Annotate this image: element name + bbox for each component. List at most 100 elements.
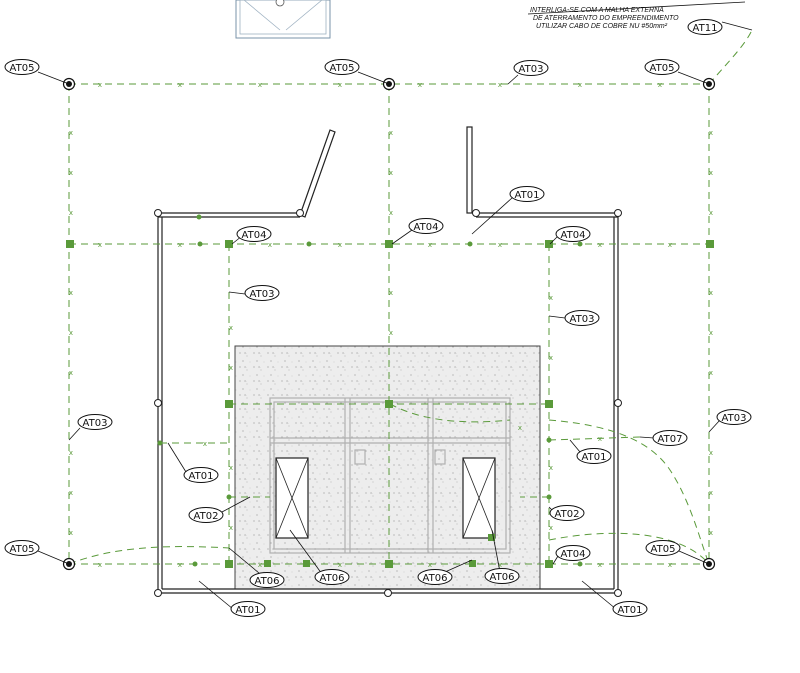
svg-text:AT04: AT04 — [414, 222, 439, 233]
svg-text:x: x — [268, 241, 272, 249]
svg-text:AT11: AT11 — [693, 23, 718, 34]
svg-text:AT05: AT05 — [330, 63, 355, 74]
svg-text:x: x — [709, 449, 713, 457]
svg-text:x: x — [69, 329, 73, 337]
svg-text:x: x — [418, 81, 422, 89]
svg-text:x: x — [498, 81, 502, 89]
tag-at04-right: AT04 — [555, 226, 591, 242]
svg-text:AT05: AT05 — [10, 63, 35, 74]
svg-text:AT01: AT01 — [236, 605, 261, 616]
tag-at03-left: AT03 — [77, 414, 113, 430]
svg-text:x: x — [549, 354, 553, 362]
note-line-1: INTERLIGA-SE COM A MALHA EXTERNA — [530, 7, 664, 14]
svg-text:x: x — [389, 209, 393, 217]
svg-text:x: x — [229, 524, 233, 532]
tag-at04-center: AT04 — [408, 218, 444, 234]
svg-text:x: x — [229, 324, 233, 332]
tag-at06-1: AT06 — [249, 572, 285, 588]
tag-at01-bottom-left: AT01 — [230, 601, 266, 617]
svg-text:x: x — [549, 464, 553, 472]
transformer-left — [275, 457, 309, 539]
tag-at06-3: AT06 — [417, 569, 453, 585]
svg-text:x: x — [709, 369, 713, 377]
tag-labels: AT05 AT05 AT03 AT05 AT11 AT01 AT04 AT04 … — [4, 19, 752, 617]
svg-text:AT07: AT07 — [658, 434, 683, 445]
tag-at03-top: AT03 — [513, 60, 549, 76]
svg-text:x: x — [498, 241, 502, 249]
svg-text:x: x — [598, 241, 602, 249]
svg-text:AT02: AT02 — [194, 511, 219, 522]
svg-text:AT04: AT04 — [561, 230, 586, 241]
svg-text:AT03: AT03 — [83, 418, 108, 429]
svg-text:AT04: AT04 — [242, 230, 267, 241]
svg-text:AT05: AT05 — [650, 63, 675, 74]
svg-text:x: x — [69, 289, 73, 297]
svg-text:x: x — [69, 529, 73, 537]
svg-text:x: x — [709, 169, 713, 177]
svg-text:x: x — [69, 169, 73, 177]
tag-at05-bottom-left: AT05 — [4, 540, 40, 556]
tag-at04-bottom-right: AT04 — [555, 545, 591, 561]
svg-text:AT03: AT03 — [722, 413, 747, 424]
svg-text:x: x — [69, 209, 73, 217]
svg-text:x: x — [578, 81, 582, 89]
svg-text:x: x — [709, 289, 713, 297]
svg-text:x: x — [668, 241, 672, 249]
tag-at11: AT11 — [687, 19, 723, 35]
svg-text:x: x — [389, 129, 393, 137]
svg-text:x: x — [518, 424, 522, 432]
svg-text:AT03: AT03 — [570, 314, 595, 325]
tag-at02-left: AT02 — [188, 507, 224, 523]
top-structure-fragment — [235, 0, 331, 39]
tag-at01-mid-left: AT01 — [183, 467, 219, 483]
svg-text:AT01: AT01 — [618, 605, 643, 616]
transformer-right — [462, 457, 496, 539]
svg-text:x: x — [389, 329, 393, 337]
svg-text:AT02: AT02 — [555, 509, 580, 520]
tag-at03-right: AT03 — [716, 409, 752, 425]
svg-text:x: x — [178, 561, 182, 569]
tag-at01-bottom-right: AT01 — [612, 601, 648, 617]
grid-x-marks: x x x x x x x x x x x x x x x x x x x x x x x x x x x x x x x x x… — [69, 81, 713, 569]
svg-text:x: x — [428, 241, 432, 249]
svg-text:AT05: AT05 — [651, 544, 676, 555]
note-line-2: DE ATERRAMENTO DO EMPREENDIMENTO — [533, 15, 679, 22]
svg-text:x: x — [229, 464, 233, 472]
svg-text:x: x — [69, 489, 73, 497]
svg-text:x: x — [69, 369, 73, 377]
svg-text:x: x — [498, 561, 502, 569]
svg-text:x: x — [258, 561, 262, 569]
svg-text:AT01: AT01 — [582, 452, 607, 463]
tag-at03-inner-right: AT03 — [564, 310, 600, 326]
grid-junctions — [66, 214, 714, 568]
equipment-frame — [269, 397, 511, 554]
svg-text:x: x — [98, 561, 102, 569]
svg-text:AT03: AT03 — [250, 289, 275, 300]
tag-at05-bottom-right: AT05 — [645, 540, 681, 556]
note-line-3: UTILIZAR CABO DE COBRE NU #50mm² — [536, 23, 668, 30]
svg-text:x: x — [258, 81, 262, 89]
svg-text:AT04: AT04 — [561, 549, 586, 560]
svg-text:AT06: AT06 — [490, 572, 515, 583]
svg-text:x: x — [69, 449, 73, 457]
svg-text:x: x — [598, 561, 602, 569]
tag-at05-top-right: AT05 — [644, 59, 680, 75]
svg-text:x: x — [709, 489, 713, 497]
svg-text:AT01: AT01 — [189, 471, 214, 482]
svg-text:x: x — [709, 529, 713, 537]
svg-text:AT06: AT06 — [320, 573, 345, 584]
svg-text:x: x — [338, 241, 342, 249]
tag-at04-left: AT04 — [236, 226, 272, 242]
svg-text:AT03: AT03 — [519, 64, 544, 75]
wall-nodes — [154, 209, 622, 597]
leader-lines — [37, 1, 753, 610]
svg-text:x: x — [428, 561, 432, 569]
svg-text:x: x — [549, 524, 553, 532]
svg-text:x: x — [709, 209, 713, 217]
svg-text:AT06: AT06 — [255, 576, 280, 587]
tag-at05-top-center: AT05 — [324, 59, 360, 75]
svg-text:x: x — [709, 129, 713, 137]
svg-text:x: x — [98, 81, 102, 89]
svg-text:x: x — [338, 561, 342, 569]
